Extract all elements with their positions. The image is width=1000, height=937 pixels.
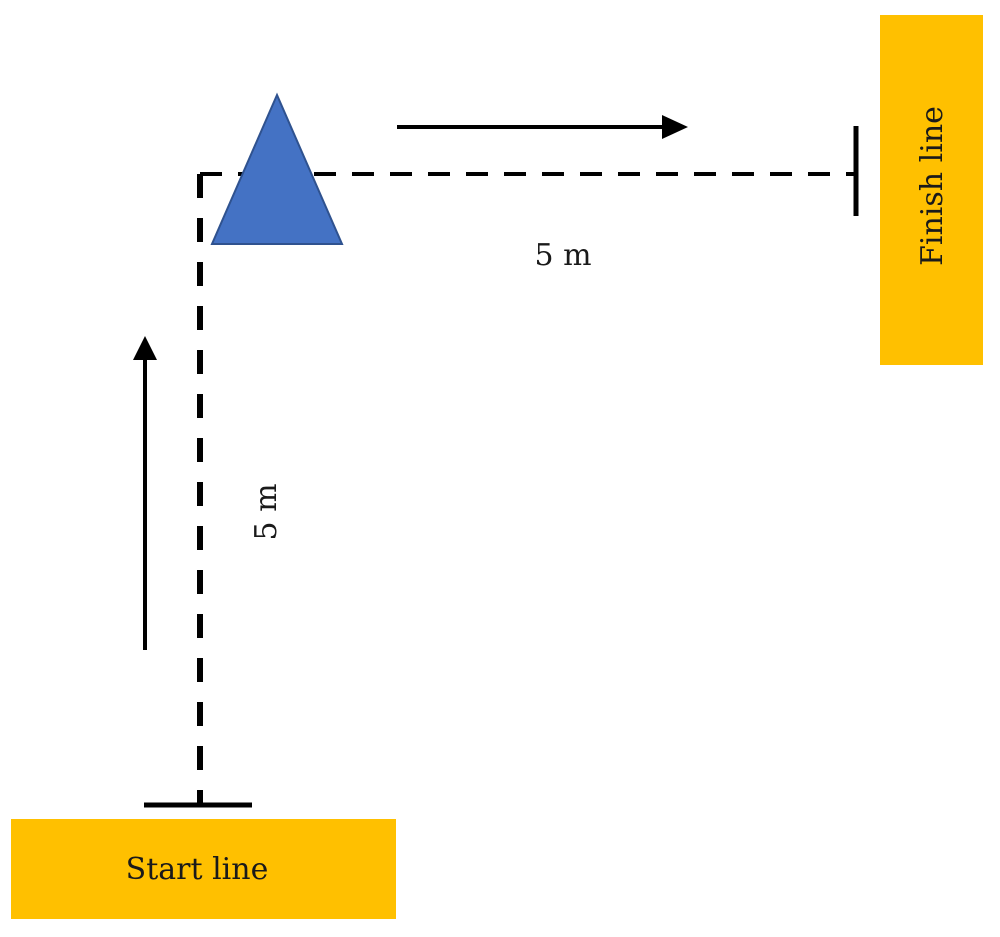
finish-line-box: Finish line [880,15,983,365]
arrow-up-icon [133,336,157,650]
start-line-rect [11,819,396,919]
start-line-box: Start line [11,819,396,919]
cone-marker-triangle [210,92,344,245]
horizontal-distance-label: 5 m [534,238,591,273]
start-line-label: Start line [126,852,269,887]
finish-line-label: Finish line [915,106,950,266]
finish-line-rect [880,15,983,365]
arrow-right-icon [397,115,688,139]
vertical-distance-label: 5 m [249,483,284,540]
